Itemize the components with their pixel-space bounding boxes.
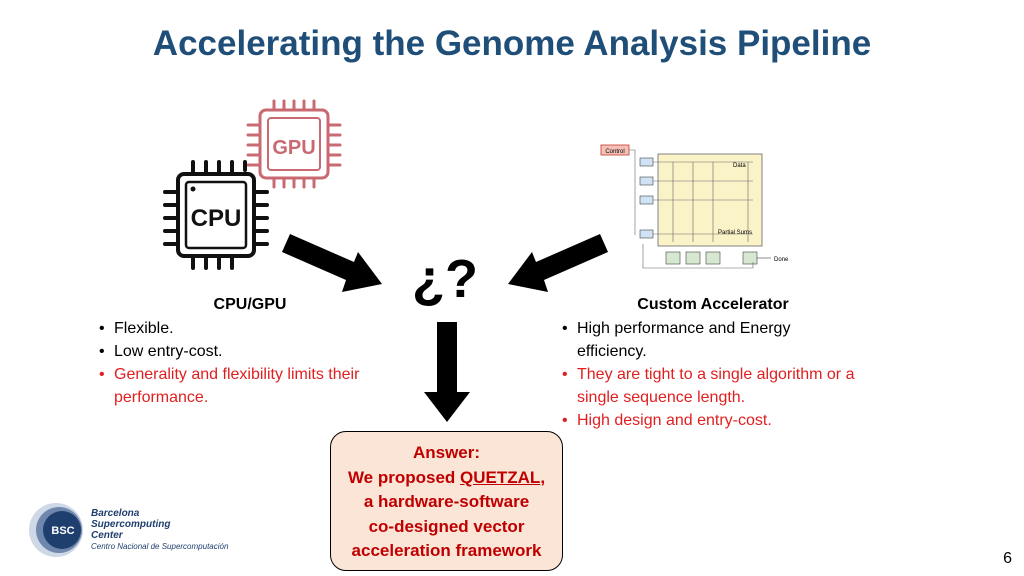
custom-accelerator-list: High performance and Energy efficiency.T… bbox=[561, 317, 861, 432]
bsc-mark-text: BSC bbox=[51, 525, 74, 537]
cpu-gpu-list: Flexible.Low entry-cost.Generality and f… bbox=[98, 317, 408, 409]
cpu-chip-label: CPU bbox=[191, 205, 242, 232]
data-label: Data bbox=[733, 163, 746, 169]
bullet-item: Generality and flexibility limits their … bbox=[98, 363, 408, 409]
gpu-chip-icon: GPU bbox=[246, 99, 342, 189]
systolic-array-diagram: Control Data Partial Sums Done bbox=[600, 144, 789, 269]
answer-line-4: co-designed vector bbox=[368, 516, 525, 536]
answer-line-2: We proposed QUETZAL, bbox=[331, 466, 562, 491]
page-number: 6 bbox=[1003, 550, 1012, 567]
answer-box: Answer: We proposed QUETZAL, a hardware-… bbox=[330, 431, 563, 571]
answer-line-5: acceleration framework bbox=[351, 541, 542, 560]
bullet-item: High performance and Energy efficiency. bbox=[561, 317, 861, 363]
answer-line-2-suffix: , bbox=[540, 467, 546, 487]
bsc-name-line-2: Supercomputing bbox=[91, 519, 171, 530]
quetzal-link[interactable]: QUETZAL bbox=[460, 467, 541, 487]
bsc-logo-mark: BSC bbox=[29, 503, 83, 557]
bullet-item: High design and entry-cost. bbox=[561, 409, 861, 432]
bullet-item: Low entry-cost. bbox=[98, 340, 408, 363]
bsc-name: Barcelona Supercomputing Center bbox=[91, 508, 170, 541]
bsc-name-line-1: Barcelona bbox=[91, 508, 140, 519]
page-title: Accelerating the Genome Analysis Pipelin… bbox=[152, 24, 872, 63]
arrow-right-to-center-icon bbox=[508, 234, 608, 292]
bullet-item: They are tight to a single algorithm or … bbox=[561, 363, 861, 409]
arrow-down-icon bbox=[424, 322, 470, 422]
bullet-item: Flexible. bbox=[98, 317, 408, 340]
answer-line-2-prefix: We proposed bbox=[347, 467, 461, 487]
gpu-chip-label: GPU bbox=[272, 137, 315, 159]
answer-heading: Answer: bbox=[412, 443, 481, 462]
question-mark: ¿? bbox=[412, 249, 478, 309]
cpu-gpu-heading: CPU/GPU bbox=[213, 296, 287, 313]
arrow-left-to-center-icon bbox=[282, 234, 382, 292]
partial-sums-label: Partial Sums bbox=[718, 230, 752, 236]
cpu-chip-icon: CPU bbox=[163, 160, 269, 270]
answer-line-3: a hardware-software bbox=[363, 492, 530, 511]
done-label: Done bbox=[774, 257, 789, 263]
bsc-name-line-3: Center bbox=[91, 530, 123, 541]
bsc-logo: BSC Barcelona Supercomputing Center Cent… bbox=[26, 502, 246, 558]
bsc-subtitle: Centro Nacional de Supercomputación bbox=[91, 542, 229, 551]
control-label: Control bbox=[605, 149, 624, 155]
custom-accelerator-heading: Custom Accelerator bbox=[637, 296, 789, 313]
